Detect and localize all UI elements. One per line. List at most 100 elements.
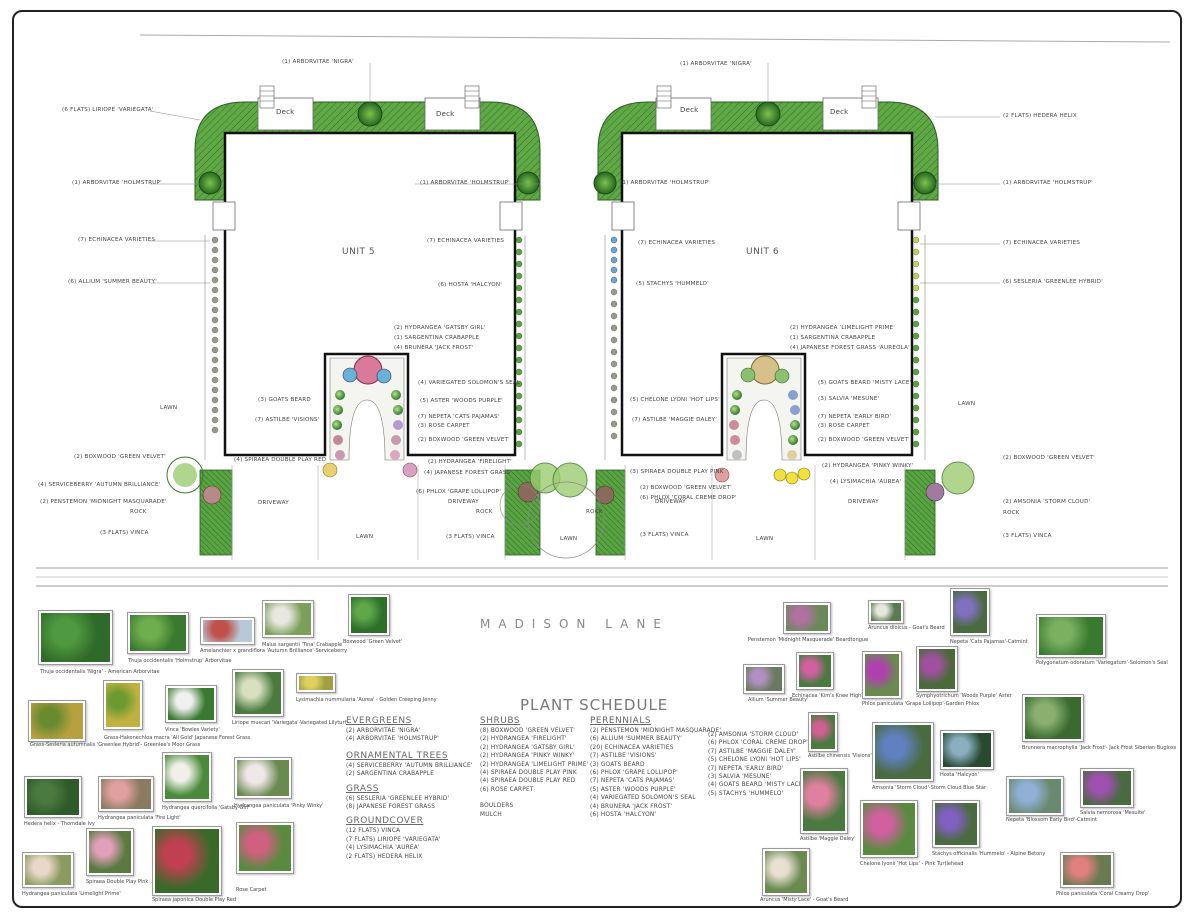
plant-photo-caption: Thuja occidentalis 'Nigra' - American Ar… xyxy=(40,669,160,675)
plant-photo-caption: Allium 'Summer Beauty' xyxy=(748,697,809,703)
schedule-item: (5) ASTER 'WOODS PURPLE' xyxy=(590,786,676,793)
plant-photo xyxy=(783,602,831,634)
plant-callout: (6) ALLIUM 'SUMMER BEAUTY' xyxy=(68,279,158,285)
schedule-item: (2) AMSONIA 'STORM CLOUD' xyxy=(708,732,799,738)
plant-photo xyxy=(950,588,990,636)
schedule-heading: EVERGREENS xyxy=(346,716,412,726)
plant-callout: (1) ARBORVITAE 'HOLMSTRUP' xyxy=(620,180,710,186)
plant-photo xyxy=(348,594,390,636)
plant-callout: ROCK xyxy=(476,509,493,515)
plant-photo xyxy=(808,712,838,752)
schedule-item: (4) LYSIMACHIA 'AUREA' xyxy=(346,845,420,852)
plant-callout: (3) GOATS BEARD xyxy=(258,397,311,403)
plant-photo-image xyxy=(31,703,83,739)
driveway-label: DRIVEWAY xyxy=(848,499,879,505)
schedule-heading: GRASS xyxy=(346,783,379,794)
plant-callout: (4) VARIEGATED SOLOMON'S SEAL xyxy=(418,380,521,386)
schedule-item: (4) SPIRAEA DOUBLE PLAY RED xyxy=(480,778,576,785)
schedule-item: (2) ARBORVITAE 'NIGRA' xyxy=(346,728,421,734)
plant-photo xyxy=(152,826,222,896)
plant-photo-caption: Grass-Sesleria autumnalis 'Greenlee Hybr… xyxy=(30,742,201,748)
plant-photo-image xyxy=(943,733,991,767)
schedule-item: (2) HYDRANGEA 'LIMELIGHT PRIME' xyxy=(480,761,589,768)
plant-callout: (2) BOXWOOD 'GREEN VELVET' xyxy=(1003,455,1095,461)
plant-callout: ROCK xyxy=(130,509,147,515)
plant-callout: (2) HYDRANGEA 'GATSBY GIRL' xyxy=(394,325,486,331)
plant-photo-image xyxy=(89,831,131,873)
schedule-item: (6) HOSTA 'HALCYON' xyxy=(590,812,657,819)
schedule-perennials: PERENNIALS (2) PENSTEMON 'MIDNIGHT MASQU… xyxy=(590,712,721,819)
plant-callout: (1) SARGENTINA CRABAPPLE xyxy=(394,335,480,341)
plant-photo xyxy=(860,800,918,858)
plant-photo xyxy=(872,722,934,782)
plant-callout: (2) BOXWOOD 'GREEN VELVET' xyxy=(418,437,510,443)
plant-callout: (7) ECHINACEA VARIETIES xyxy=(78,237,156,243)
plant-callout: (2) HYDRANGEA 'PINKY WINKY' xyxy=(822,463,914,469)
plant-callout: (1) ARBORVITAE 'HOLMSTRUP' xyxy=(420,180,510,186)
plant-photo-image xyxy=(299,676,333,690)
plant-photo xyxy=(296,673,336,693)
schedule-heading: PERENNIALS xyxy=(590,716,652,726)
schedule-perennials-cont: (2) AMSONIA 'STORM CLOUD' (6) PHLOX 'COR… xyxy=(708,731,808,798)
plant-callout: (3) ROSE CARPET xyxy=(818,423,870,429)
unit-6-plan xyxy=(552,85,975,560)
plant-photo-caption: Hedera helix - Thorndale Ivy xyxy=(24,821,95,827)
plant-photo-caption: Symphyotrichum 'Woods Purple' Aster xyxy=(916,693,1012,699)
driveway-label: DRIVEWAY xyxy=(448,499,479,505)
plant-photo-image xyxy=(25,855,71,885)
plant-photo-image xyxy=(165,755,209,799)
plant-callout: (7) NEPETA 'CATS PAJAMAS' xyxy=(418,414,500,420)
plant-callout: (7) ECHINACEA VARIETIES xyxy=(427,238,505,244)
sheet-border xyxy=(12,10,1182,908)
schedule-item: (4) SERVICEBERRY 'AUTUMN BRILLIANCE' xyxy=(346,762,473,769)
plant-callout: (5) CHELONE LYONI 'HOT LIPS' xyxy=(630,397,720,403)
plant-photo-image xyxy=(871,603,901,621)
plant-photo-caption: Echinacea 'Kim's Knee High' xyxy=(792,693,863,699)
plant-photo xyxy=(162,752,212,802)
plant-photo-caption: Aruncus 'Misty Lace' - Goat's Beard xyxy=(760,897,849,903)
schedule-shrubs: SHRUBS (8) BOXWOOD 'GREEN VELVET' (2) HY… xyxy=(480,712,589,819)
plant-callout: (7) ASTILBE 'VISIONS' xyxy=(255,417,320,423)
plant-callout: (6 FLATS) LIRIOPE 'VARIEGATA' xyxy=(62,107,154,113)
plant-photo-caption: Astilbe chinensis 'Visions' xyxy=(808,753,872,759)
plant-photo-image xyxy=(935,803,977,845)
plant-photo xyxy=(796,652,834,690)
plant-photo xyxy=(800,768,848,834)
plant-photo xyxy=(103,680,143,730)
plant-photo xyxy=(1006,776,1064,816)
plant-photo-caption: Hydrangea paniculata 'Fire Light' xyxy=(98,815,181,821)
schedule-item: BOULDERS xyxy=(480,803,514,810)
plant-photo xyxy=(932,800,980,848)
plant-photo-caption: Hydrangea paniculata 'Limelight Prime' xyxy=(22,891,121,897)
plant-photo xyxy=(28,700,86,742)
plant-schedule-title: PLANT SCHEDULE xyxy=(520,696,669,714)
plant-photo-image xyxy=(803,771,845,831)
plant-photo-image xyxy=(237,760,289,796)
property-line-top xyxy=(139,34,1171,43)
plant-photo xyxy=(743,664,785,694)
driveway-label: DRIVEWAY xyxy=(258,500,289,506)
plant-callout: (7) NEPETA 'EARLY BIRD' xyxy=(818,414,892,420)
plant-callout: (3) SPIRAEA DOUBLE PLAY PINK xyxy=(630,469,724,475)
plant-photo-image xyxy=(130,615,186,651)
plant-photo-caption: Phlox paniculata 'Grape Lollipop'-Garden… xyxy=(862,701,980,707)
plant-photo-caption: Salvia nemorosa 'Mesuite' xyxy=(1080,810,1146,816)
schedule-item: (4) GOATS BEARD 'MISTY LACE' xyxy=(708,782,805,789)
plant-photo xyxy=(98,776,154,812)
plant-photo-image xyxy=(41,613,110,662)
plant-photo-caption: Hosta 'Halcyon' xyxy=(940,772,979,778)
plant-photo-image xyxy=(875,725,931,779)
plant-photo-caption: Malus sargentii 'Tina' Crabapple xyxy=(262,642,343,648)
schedule-item: (7) NEPETA 'EARLY BIRD' xyxy=(708,765,784,772)
plant-photo xyxy=(1060,852,1114,888)
schedule-evergreens-trees: EVERGREENS (2) ARBORVITAE 'NIGRA' (4) AR… xyxy=(346,712,473,861)
plant-callout: (1) SARGENTINA CRABAPPLE xyxy=(790,335,876,341)
plant-photo xyxy=(940,730,994,770)
plant-callout: (5) GOATS BEARD 'MISTY LACE' xyxy=(818,380,912,386)
plant-callout: (4) LYSIMACHIA 'AUREA' xyxy=(830,479,902,485)
plant-photo-caption: Hydrangea paniculata 'Pinky Winky' xyxy=(234,803,324,809)
plant-photo-image xyxy=(1063,855,1111,885)
plant-callout: (2) HYDRANGEA 'LIMELIGHT PRIME' xyxy=(790,325,895,331)
